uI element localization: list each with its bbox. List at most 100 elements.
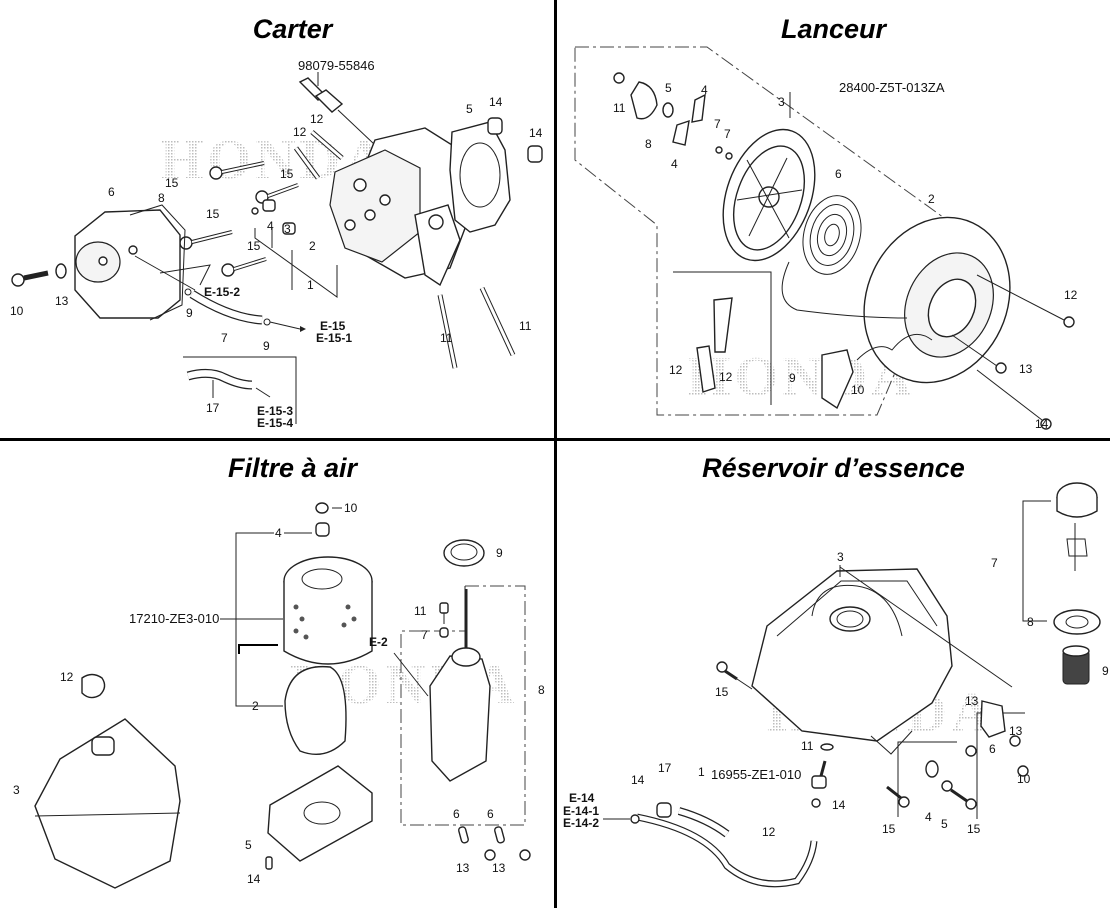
callout: 12 xyxy=(719,370,733,384)
callout: 13 xyxy=(492,861,506,875)
callout: 9 xyxy=(186,306,193,320)
callout: 11 xyxy=(414,604,427,618)
callout: 7 xyxy=(724,127,731,141)
callout: 13 xyxy=(1019,362,1033,376)
callout: 17 xyxy=(206,401,220,415)
callout: 14 xyxy=(247,872,261,886)
vertical-divider xyxy=(554,0,557,908)
callout: 5 xyxy=(941,817,948,831)
callout: 11 xyxy=(613,101,626,115)
callout-labels: 10 4 9 11 7 E-2 8 2 12 3 5 14 6 6 13 13 xyxy=(13,501,545,886)
callout: 1 xyxy=(307,278,314,292)
callout: 14 xyxy=(832,798,846,812)
horizontal-divider xyxy=(0,438,1110,441)
callout: 15 xyxy=(882,822,896,836)
bolt xyxy=(179,230,233,250)
starter-reel xyxy=(722,128,816,262)
callout: 6 xyxy=(453,807,460,821)
reference-label: E-15-2 xyxy=(204,285,240,299)
callout: 6 xyxy=(835,167,842,181)
callout: 15 xyxy=(967,822,981,836)
callout: 3 xyxy=(837,550,844,564)
head-cover xyxy=(74,209,181,319)
callout: 13 xyxy=(456,861,470,875)
callout: 15 xyxy=(206,207,220,221)
reference-label: E-15 xyxy=(320,319,346,333)
callout: 5 xyxy=(466,102,473,116)
dowel-pin xyxy=(487,117,503,135)
reference-label: E-15-3 xyxy=(257,404,293,418)
bolt xyxy=(209,161,265,180)
callout: 7 xyxy=(221,331,228,345)
bolt xyxy=(221,257,267,277)
callout: 4 xyxy=(925,810,932,824)
callout: 14 xyxy=(529,126,543,140)
reference-label: E-14-2 xyxy=(563,816,599,830)
callout: 9 xyxy=(1102,664,1109,678)
panel-title-filtre: Filtre à air xyxy=(227,453,358,483)
panel-lanceur: Lanceur HONDA 28400-Z5T-013ZA xyxy=(557,0,1110,438)
reference-label: E-2 xyxy=(369,635,388,649)
air-cleaner-cover xyxy=(34,718,181,889)
callout: 13 xyxy=(1009,724,1023,738)
panel-title-carter: Carter xyxy=(252,14,333,44)
callout: 3 xyxy=(284,222,291,236)
callout: 15 xyxy=(247,239,261,253)
callout-labels: 15 15 15 15 12 12 5 14 14 6 8 4 3 2 1 10… xyxy=(10,95,543,430)
callout: 3 xyxy=(13,783,20,797)
fuel-tank xyxy=(751,568,953,742)
callout: 6 xyxy=(487,807,494,821)
callout: 17 xyxy=(658,761,672,775)
part-code-air-filter: 17210-ZE3-010 xyxy=(129,611,219,626)
callout: 8 xyxy=(538,683,545,697)
callout: 8 xyxy=(158,191,165,205)
filtre-diagram: HONDA 17210-ZE3-010 xyxy=(13,501,545,889)
callout: 10 xyxy=(10,304,24,318)
callout: 10 xyxy=(851,383,865,397)
reference-label: E-14-1 xyxy=(563,804,599,818)
callout: 12 xyxy=(310,112,324,126)
callout-labels: 11 5 4 8 4 7 7 3 6 2 12 13 14 9 10 12 12 xyxy=(613,81,1078,431)
callout: 15 xyxy=(165,176,179,190)
callout: 2 xyxy=(252,699,259,713)
watermark-honda: HONDA xyxy=(687,346,915,408)
callout: 14 xyxy=(1035,417,1049,431)
callout: 15 xyxy=(715,685,729,699)
callout: 5 xyxy=(665,81,672,95)
head-gasket xyxy=(449,121,511,233)
callout: 7 xyxy=(991,556,998,570)
callout: 1 xyxy=(698,765,705,779)
callout: 9 xyxy=(789,371,796,385)
callout-labels: 3 7 8 9 15 13 13 6 10 11 16955-ZE1-010 1… xyxy=(563,550,1109,839)
callout: 11 xyxy=(440,331,453,345)
panel-carter: Carter HONDA 98079-55846 xyxy=(0,0,554,438)
callout: 8 xyxy=(645,137,652,151)
part-code-spark-plug: 98079-55846 xyxy=(298,58,375,73)
callout: 15 xyxy=(280,167,294,181)
callout: 4 xyxy=(275,526,282,540)
callout: 9 xyxy=(263,339,270,353)
lanceur-diagram: HONDA 28400-Z5T-013ZA xyxy=(574,46,1078,431)
callout: 13 xyxy=(55,294,69,308)
callout: 12 xyxy=(762,825,776,839)
callout: 9 xyxy=(496,546,503,560)
cylinder-head xyxy=(329,127,471,287)
callout: 7 xyxy=(714,117,721,131)
callout: 12 xyxy=(669,363,683,377)
callout: 5 xyxy=(245,838,252,852)
callout: 4 xyxy=(267,219,274,233)
reservoir-diagram: HONDA xyxy=(563,482,1109,888)
callout: 14 xyxy=(489,95,503,109)
reference-label: E-14 xyxy=(569,791,595,805)
callout: 7 xyxy=(421,628,428,642)
panel-title-lanceur: Lanceur xyxy=(780,14,887,44)
callout: 11 xyxy=(801,739,814,753)
callout: 8 xyxy=(1027,615,1034,629)
callout: 4 xyxy=(701,83,708,97)
dowel-pin xyxy=(527,145,543,163)
callout: 10 xyxy=(344,501,358,515)
carter-diagram: HONDA 98079-55846 xyxy=(10,58,543,430)
part-code-fuel-valve: 16955-ZE1-010 xyxy=(711,767,801,782)
callout: 6 xyxy=(989,742,996,756)
callout: 13 xyxy=(965,694,979,708)
